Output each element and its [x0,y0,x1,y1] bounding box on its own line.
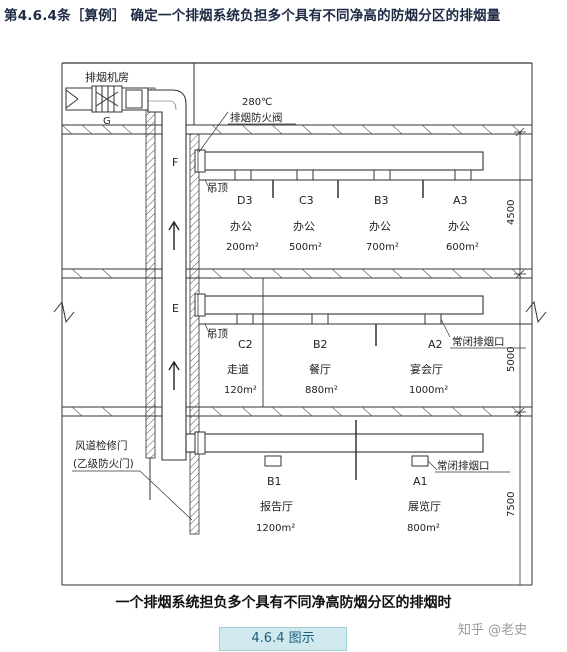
shaft-label-e: E [172,302,179,315]
middle-floor-zones: C2 走道 120m² B2 餐厅 880m² A2 宴会厅 1000m² [224,338,448,396]
zone-id: B3 [374,194,389,207]
dimension-4500: 4500 [506,200,517,225]
damper-temp-label: 280℃ [242,97,272,108]
smoke-outlets-lower [264,455,429,467]
damper-name-label: 排烟防火阀 [230,111,283,124]
normally-closed-label-middle: 常闭排烟口 [452,335,505,348]
ceiling-label-upper: 吊顶 [207,182,228,194]
zone-use: 办公 [230,220,252,233]
figure-label: 4.6.4 图示 [219,627,347,651]
fan-label: G [103,116,111,127]
damper-middle [194,293,206,317]
smoke-barriers-middle [262,278,377,407]
upper-floor-zones: D3 办公 200m² C3 办公 500m² B3 办公 700m² A3 办… [226,194,479,253]
access-door-label-2: (乙级防火门) [73,457,134,470]
zone-area: 1000m² [409,385,448,396]
main-riser-duct [147,89,187,461]
floor-slab-3 [61,268,533,279]
floor-slab-2 [61,406,533,417]
dimension-line [514,127,526,585]
shaft-wall-right [189,133,200,535]
figure-caption: 一个排烟系统担负多个具有不同净高防烟分区的排烟时 [115,595,452,611]
temp-leader [198,111,229,153]
lower-floor-zones: B1 报告厅 1200m² A1 展览厅 800m² [256,475,441,534]
zone-area: 700m² [366,242,399,253]
watermark: 知乎 @老史 [458,623,528,638]
duct-lower-floor [185,433,484,453]
zone-use: 办公 [293,220,315,233]
fan-room-label: 排烟机房 [85,70,129,84]
zone-id: C3 [299,194,314,207]
duct-upper-floor [198,151,484,171]
zone-id: A3 [453,194,468,207]
zone-use: 走道 [227,362,249,376]
zone-use: 展览厅 [408,499,441,513]
normally-closed-label-lower: 常闭排烟口 [437,459,490,472]
break-mark-left [53,300,75,324]
smoke-fan-icon [65,85,143,113]
break-mark-right [525,300,547,324]
zone-id: C2 [238,338,253,351]
ceiling-label-middle: 吊顶 [207,328,228,340]
upflow-arrow-icon [168,220,180,390]
zone-area: 1200m² [256,523,295,534]
duct-middle-floor [198,295,484,315]
zone-id: B1 [267,475,282,488]
zone-id: B2 [313,338,328,351]
zone-use: 餐厅 [309,362,331,376]
zone-use: 办公 [369,220,391,233]
smoke-barriers-upper [272,180,424,198]
dimension-5000: 5000 [506,347,517,372]
shaft-label-f: F [172,156,178,169]
zone-area: 120m² [224,385,257,396]
zone-id: D3 [237,194,252,207]
damper-lower [194,431,206,455]
roof-slab [61,124,533,135]
zone-use: 报告厅 [260,499,293,513]
damper-upper [194,149,206,173]
page-heading: 第4.6.4条［算例］ 确定一个排烟系统负担多个具有不同净高的防烟分区的排烟量 [4,8,501,24]
zone-area: 800m² [407,523,440,534]
dimension-7500: 7500 [506,492,517,517]
zone-area: 600m² [446,242,479,253]
zone-area: 500m² [289,242,322,253]
zone-id: A2 [428,338,443,351]
zone-use: 办公 [448,220,470,233]
zone-id: A1 [413,475,428,488]
zone-use: 宴会厅 [410,362,443,376]
zone-area: 880m² [305,385,338,396]
access-door-label-1: 风道检修门 [75,439,128,452]
shaft-wall-left [145,87,156,459]
smoke-outlets-middle [236,313,442,325]
riser-inner-curve [148,100,177,111]
zone-area: 200m² [226,242,259,253]
smoke-exhaust-diagram: 排烟机房 G F E 280℃ 排烟防火阀 吊顶 D3 办公 200m² [53,62,547,586]
smoke-outlets-upper [234,169,472,181]
